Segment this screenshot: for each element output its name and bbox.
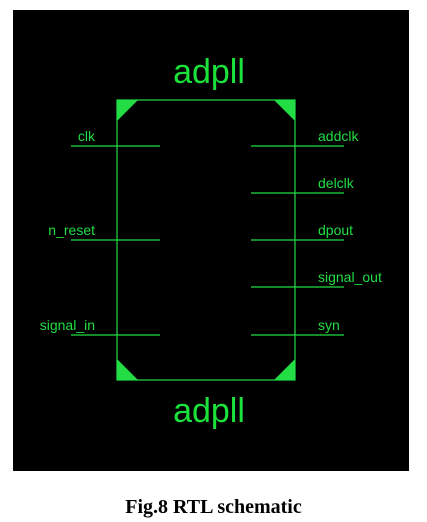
output-pin-label-syn: syn	[318, 317, 340, 333]
output-pin-label-signal-out: signal_out	[318, 269, 382, 285]
corner-marker-bottom-right	[274, 359, 295, 380]
output-pin-label-delclk: delclk	[318, 175, 355, 191]
schematic-panel: adpll clk n_reset signal_in addclk delclk dp…	[13, 10, 409, 471]
rtl-schematic: adpll clk n_reset signal_in addclk delclk dp…	[40, 53, 382, 430]
input-pin-label-n-reset: n_reset	[48, 222, 95, 238]
corner-marker-bottom-left	[117, 359, 138, 380]
module-name-bottom: adpll	[173, 392, 245, 430]
corner-marker-top-right	[274, 100, 295, 121]
input-pin-label-clk: clk	[78, 128, 96, 144]
output-pin-label-addclk: addclk	[318, 128, 359, 144]
corner-marker-top-left	[117, 100, 138, 121]
figure-caption: Fig.8 RTL schematic	[125, 496, 302, 518]
input-pin-label-signal-in: signal_in	[40, 317, 95, 333]
module-name-top: adpll	[173, 53, 245, 91]
output-pin-label-dpout: dpout	[318, 222, 353, 238]
input-pins: clk n_reset signal_in	[40, 128, 160, 336]
